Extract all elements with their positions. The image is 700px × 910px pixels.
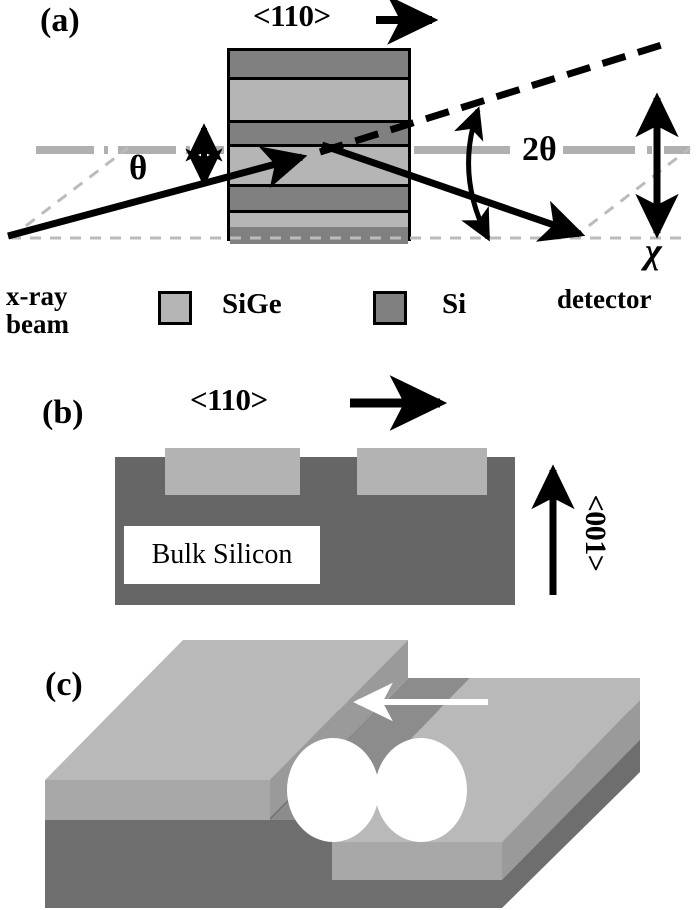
panel-b-label: (b) <box>42 394 84 431</box>
stripe-front-front-face <box>332 842 502 880</box>
panel-b-vertical-direction-label: <001> <box>579 494 612 572</box>
panel-c-label: (c) <box>45 666 83 703</box>
white-circle-right <box>375 738 467 842</box>
two-theta-label: 2θ <box>516 131 563 169</box>
stripe-front-top-face <box>332 678 640 842</box>
white-circle-left <box>287 738 379 842</box>
stack-layer-si-3 <box>230 187 408 210</box>
stack-divider-5 <box>230 210 408 213</box>
stripe-front-right-face <box>502 700 640 882</box>
stripe-front-top-face-base <box>288 766 640 844</box>
layer-stack <box>227 48 411 244</box>
panel-b-vertical-direction-wrap: <001> <box>575 478 615 588</box>
two-theta-arc-arrow <box>454 106 491 242</box>
stack-layer-sige-3 <box>230 213 408 227</box>
panel-a-label: (a) <box>40 2 80 39</box>
panel-b-direction-label: <110> <box>190 382 268 417</box>
x-ray-beam-legend-line1: x-ray <box>6 281 68 311</box>
si-swatch <box>373 291 407 325</box>
x-ray-beam-legend-line2: beam <box>6 309 69 340</box>
base-front-face <box>332 880 502 908</box>
sige-swatch <box>158 291 192 325</box>
si-legend-label: Si <box>442 288 467 320</box>
theta-label: θ <box>129 148 148 187</box>
substrate-top-face <box>45 710 640 786</box>
stack-layer-sige-1 <box>230 80 408 120</box>
stripe-back-front-face <box>45 780 270 820</box>
trench-floor <box>270 678 470 820</box>
stack-layer-sige-2 <box>230 147 408 184</box>
sige-pad-left <box>165 448 300 495</box>
sige-pad-right <box>357 448 487 495</box>
detector-legend-label: detector <box>557 284 652 314</box>
base-right-face <box>502 740 640 908</box>
bulk-silicon-box: Bulk Silicon <box>124 526 320 584</box>
substrate-right-face <box>470 710 640 832</box>
bulk-silicon-label: Bulk Silicon <box>151 539 293 570</box>
stripe-back-top-face <box>45 640 408 780</box>
substrate-front-face <box>45 786 470 832</box>
stripe-back-right-face <box>270 640 408 818</box>
panel-c-isometric-solid <box>45 640 640 908</box>
stack-divider-4 <box>230 184 408 187</box>
x-ray-beam-legend: x-ray beam <box>6 282 69 339</box>
base-left-front-face <box>45 820 332 908</box>
stack-layer-si-2 <box>230 123 408 144</box>
chi-label: χ <box>645 231 662 271</box>
stack-layer-si-1 <box>230 51 408 77</box>
panel-a-direction-label: <110> <box>253 0 331 33</box>
sige-legend-label: SiGe <box>222 288 282 320</box>
stack-layer-si-4 <box>230 227 408 244</box>
